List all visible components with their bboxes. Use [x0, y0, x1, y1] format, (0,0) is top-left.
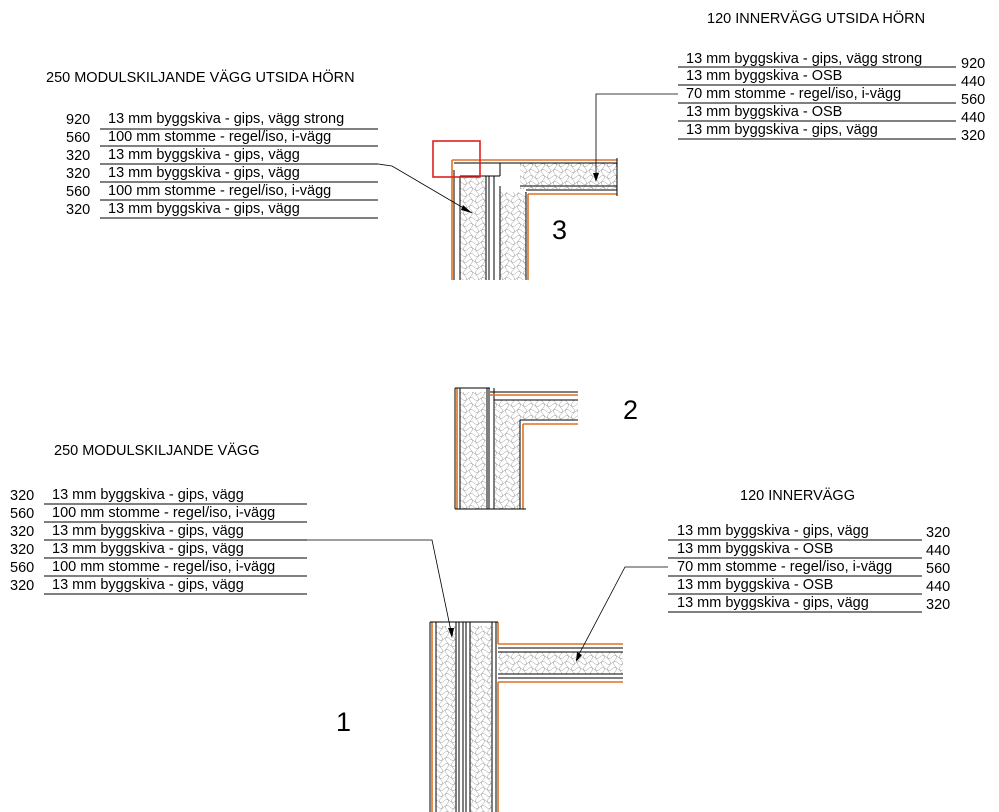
layer-text: 13 mm byggskiva - OSB — [686, 68, 842, 84]
layer-text: 13 mm byggskiva - gips, vägg — [677, 523, 869, 539]
layer-text: 100 mm stomme - regel/iso, i-vägg — [52, 559, 275, 575]
layer-code: 560 — [961, 92, 985, 108]
layer-code: 320 — [10, 488, 34, 504]
layer-text: 13 mm byggskiva - gips, vägg — [108, 147, 300, 163]
layer-code: 440 — [926, 579, 950, 595]
legend-250: 320 13 mm byggskiva - gips, vägg 560 100… — [10, 487, 307, 595]
layer-text: 13 mm byggskiva - OSB — [686, 104, 842, 120]
layer-code: 320 — [961, 128, 985, 144]
layer-text: 13 mm byggskiva - OSB — [677, 541, 833, 557]
wall-section-detail-1 — [429, 621, 623, 812]
layer-text: 13 mm byggskiva - gips, vägg — [686, 122, 878, 138]
legend-250-outer-corner: 920 13 mm byggskiva - gips, vägg strong … — [66, 111, 378, 219]
layer-code: 320 — [10, 542, 34, 558]
layer-text: 13 mm byggskiva - gips, vägg — [52, 487, 244, 503]
layer-text: 13 mm byggskiva - gips, vägg — [52, 541, 244, 557]
layer-text: 13 mm byggskiva - OSB — [677, 577, 833, 593]
layer-text: 13 mm byggskiva - gips, vägg — [52, 577, 244, 593]
layer-text: 13 mm byggskiva - gips, vägg — [677, 595, 869, 611]
detail-marker-3: 3 — [552, 215, 567, 245]
layer-code: 440 — [961, 74, 985, 90]
layer-code: 320 — [10, 578, 34, 594]
layer-code: 560 — [66, 130, 90, 146]
highlight-box — [432, 140, 481, 178]
layer-code: 560 — [10, 506, 34, 522]
layer-code: 440 — [961, 110, 985, 126]
layer-code: 320 — [66, 148, 90, 164]
layer-code: 920 — [66, 112, 90, 128]
layer-text: 13 mm byggskiva - gips, vägg — [52, 523, 244, 539]
layer-text: 13 mm byggskiva - gips, vägg strong — [686, 51, 922, 67]
layer-code: 560 — [926, 561, 950, 577]
layer-code: 440 — [926, 543, 950, 559]
layer-text: 100 mm stomme - regel/iso, i-vägg — [108, 129, 331, 145]
detail-marker-2: 2 — [623, 395, 638, 425]
layer-code: 320 — [66, 202, 90, 218]
layer-text: 70 mm stomme - regel/iso, i-vägg — [686, 86, 901, 102]
title-120-outer-corner: 120 INNERVÄGG UTSIDA HÖRN — [707, 9, 925, 27]
legend-120-outer-corner: 13 mm byggskiva - gips, vägg strong 920 … — [678, 51, 985, 144]
layer-text: 100 mm stomme - regel/iso, i-vägg — [108, 183, 331, 199]
wall-section-detail-2 — [454, 387, 578, 510]
title-250-outer-corner: 250 MODULSKILJANDE VÄGG UTSIDA HÖRN — [46, 68, 355, 86]
wall-section-detail-3 — [432, 140, 618, 280]
layer-code: 320 — [926, 525, 950, 541]
layer-code: 320 — [66, 166, 90, 182]
layer-code: 920 — [961, 56, 985, 72]
layer-text: 13 mm byggskiva - gips, vägg strong — [108, 111, 344, 127]
legend-120: 13 mm byggskiva - gips, vägg 320 13 mm b… — [668, 523, 950, 613]
layer-code: 320 — [10, 524, 34, 540]
layer-code: 560 — [66, 184, 90, 200]
title-120: 120 INNERVÄGG — [740, 487, 855, 504]
layer-text: 100 mm stomme - regel/iso, i-vägg — [52, 505, 275, 521]
layer-text: 13 mm byggskiva - gips, vägg — [108, 201, 300, 217]
detail-marker-1: 1 — [336, 707, 351, 737]
title-250: 250 MODULSKILJANDE VÄGG — [54, 442, 260, 459]
leader-lines — [307, 93, 678, 662]
layer-text: 70 mm stomme - regel/iso, i-vägg — [677, 559, 892, 575]
layer-code: 560 — [10, 560, 34, 576]
layer-text: 13 mm byggskiva - gips, vägg — [108, 165, 300, 181]
layer-code: 320 — [926, 597, 950, 613]
